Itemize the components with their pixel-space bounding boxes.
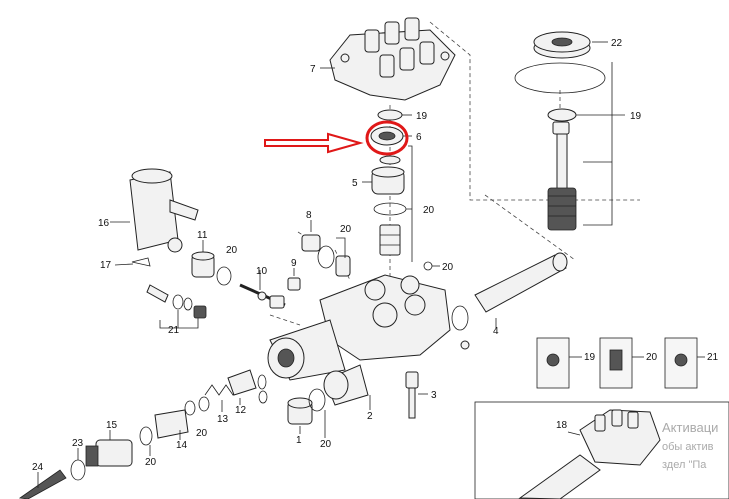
label-20: 20 (145, 457, 157, 468)
label-19: 19 (630, 111, 642, 122)
label-11: 11 (197, 230, 208, 241)
label-20: 20 (442, 262, 454, 273)
label-21: 21 (168, 325, 180, 336)
label-20: 20 (226, 245, 238, 256)
part-9-pin (287, 268, 301, 291)
label-24: 24 (32, 462, 44, 473)
part-11-fitting (191, 240, 232, 286)
part-3-bolt (405, 371, 428, 419)
label-2: 2 (367, 411, 373, 422)
watermark-line-1: Активаци (662, 420, 718, 435)
label-20: 20 (340, 224, 352, 235)
label-4: 4 (493, 326, 499, 337)
part-19-piston-assembly (547, 62, 625, 231)
label-20: 20 (423, 205, 435, 216)
label-9: 9 (291, 258, 297, 269)
highlight-part-6 (264, 120, 409, 156)
label-16: 16 (98, 218, 110, 229)
part-8-plug (301, 220, 351, 277)
watermark-line-3: здел "Па (662, 459, 707, 471)
activation-watermark: Активаци обы актив здел "Па (662, 420, 718, 471)
label-19: 19 (416, 111, 428, 122)
label-3: 3 (431, 390, 437, 401)
label-kit-19: 19 (584, 352, 596, 363)
label-7: 7 (310, 64, 316, 75)
label-5: 5 (352, 178, 358, 189)
label-1: 1 (296, 435, 302, 446)
label-20: 20 (320, 439, 332, 450)
part-labels: 22 7 19 19 6 5 20 16 8 20 11 20 17 10 9 … (32, 38, 719, 473)
kits-panel (536, 337, 705, 389)
part-2-pump-body (267, 274, 470, 410)
part-10-rod (239, 270, 286, 309)
part-1-plug (287, 388, 326, 438)
label-kit-20: 20 (646, 352, 658, 363)
label-10: 10 (256, 266, 268, 277)
label-22: 22 (611, 38, 623, 49)
watermark-line-2: обы актив (662, 441, 714, 453)
label-kit-21: 21 (707, 352, 719, 363)
part-13-spring (184, 369, 268, 416)
label-23: 23 (72, 438, 84, 449)
label-18: 18 (556, 420, 568, 431)
part-21-kit-parts (146, 284, 207, 329)
part-16-cap (110, 168, 199, 253)
part-17-clip (114, 257, 151, 267)
part-15-fitting (18, 409, 189, 499)
label-20: 20 (196, 428, 208, 439)
part-18-assembly-box (474, 401, 729, 499)
center-valve-stack (362, 109, 440, 271)
part-7-head (320, 17, 456, 101)
label-13: 13 (217, 414, 229, 425)
label-14: 14 (176, 440, 188, 451)
label-17: 17 (100, 260, 112, 271)
guide-lines (269, 21, 640, 326)
label-12: 12 (235, 405, 247, 416)
label-6: 6 (416, 132, 422, 143)
part-4-fitting (451, 252, 568, 331)
label-15: 15 (106, 420, 118, 431)
part-22-seal (514, 31, 608, 94)
label-8: 8 (306, 210, 312, 221)
